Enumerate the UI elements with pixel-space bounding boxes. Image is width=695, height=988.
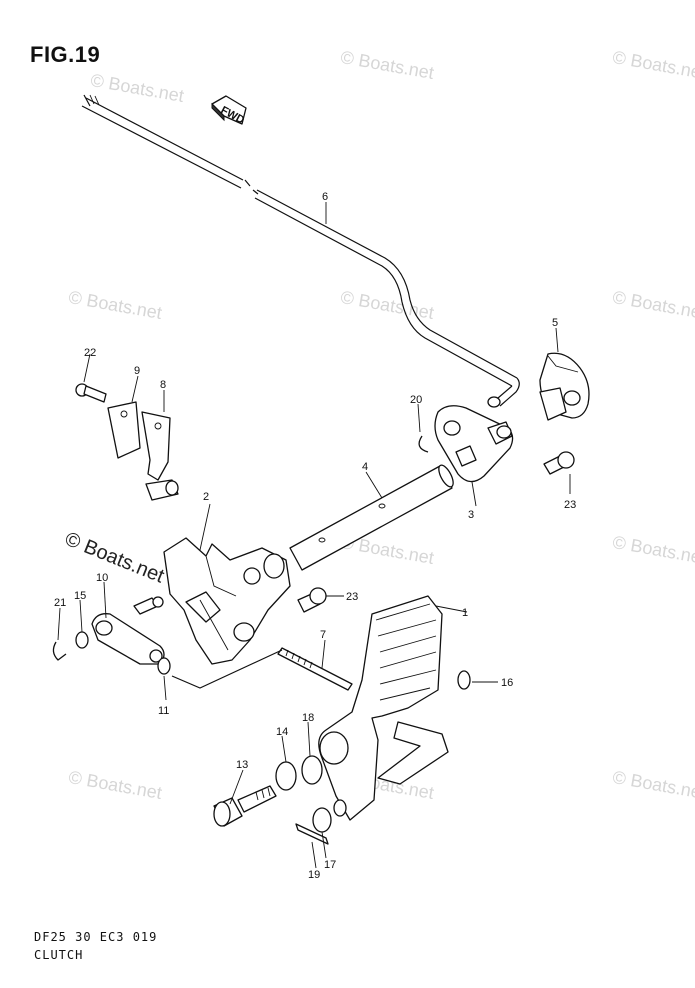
link-bracket — [141, 411, 179, 501]
rod-end-joint — [539, 352, 590, 421]
callout-3: 3 — [468, 509, 474, 521]
callout-16: 16 — [501, 677, 513, 689]
callout-19: 19 — [308, 869, 320, 881]
clutch-shaft — [289, 464, 454, 571]
washer-16 — [457, 670, 471, 690]
callout-17: 17 — [324, 859, 336, 871]
callout-22: 22 — [84, 347, 96, 359]
callout-2: 2 — [203, 491, 209, 503]
link-arm — [91, 613, 165, 665]
clutch-pedal — [318, 595, 449, 821]
callout-9: 9 — [134, 365, 140, 377]
callout-6: 6 — [322, 191, 328, 203]
bolt-upper — [543, 451, 575, 475]
clip-21 — [52, 641, 67, 661]
callout-10: 10 — [96, 572, 108, 584]
callout-18: 18 — [302, 712, 314, 724]
washer-17 — [312, 807, 332, 833]
callout-labels: 1 2 3 4 5 6 7 8 9 10 11 13 14 — [54, 191, 576, 881]
clutch-rod — [81, 94, 520, 408]
callout-5: 5 — [552, 317, 558, 329]
model-code: DF25 30 EC3 019 — [34, 930, 158, 944]
bolt-13 — [213, 785, 277, 827]
washer-18 — [301, 755, 323, 785]
callout-23-upper: 23 — [564, 499, 576, 511]
callout-15: 15 — [74, 590, 86, 602]
bolt-22 — [75, 383, 107, 403]
leader-line — [171, 649, 283, 689]
callout-8: 8 — [160, 379, 166, 391]
washer-11 — [157, 657, 171, 675]
clutch-lever-arm — [434, 405, 514, 483]
cotter-pin — [295, 823, 329, 845]
callout-4: 4 — [362, 461, 368, 473]
threaded-rod — [277, 647, 353, 691]
clutch-cam-bracket — [163, 537, 291, 665]
callout-23-lower: 23 — [346, 591, 358, 603]
callout-20: 20 — [410, 394, 422, 406]
circlip — [418, 435, 429, 453]
washer-15 — [75, 631, 89, 649]
callout-21: 21 — [54, 597, 66, 609]
pin-stud — [133, 596, 164, 615]
fwd-arrow-icon: FWD — [211, 95, 247, 127]
plate — [107, 401, 141, 459]
callout-7: 7 — [320, 629, 326, 641]
callout-11: 11 — [158, 705, 169, 717]
bolt-lower — [297, 587, 327, 613]
callout-13: 13 — [236, 759, 248, 771]
callout-14: 14 — [276, 726, 288, 738]
figure-title: FIG.19 — [30, 42, 101, 67]
callout-1: 1 — [462, 607, 468, 619]
washer-14 — [275, 761, 297, 791]
section-name: CLUTCH — [34, 948, 84, 962]
